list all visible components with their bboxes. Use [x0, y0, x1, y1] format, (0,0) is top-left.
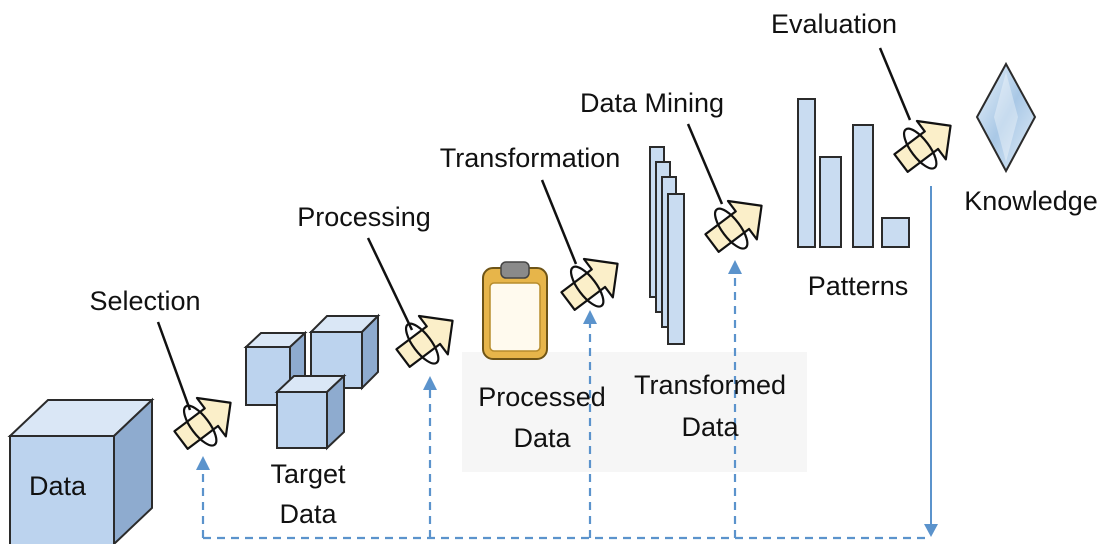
transformed-data-label-line1: Transformed: [633, 370, 787, 400]
data-label: Data: [29, 471, 87, 501]
selection-step-arrow-icon: [173, 396, 232, 450]
stacked-sheets-icon: [649, 146, 685, 345]
knowledge-diamond-icon: [975, 61, 1037, 174]
transformation-step-arrow-icon: [560, 257, 619, 311]
knowledge-label: Knowledge: [964, 186, 1098, 216]
target-data-label-line2: Data: [279, 499, 337, 529]
pattern-bar: [819, 156, 842, 248]
processed-data-label-line1: Processed: [478, 382, 606, 412]
data-mining-step-label: Data Mining: [579, 88, 725, 118]
target-data-cubes-icon: [243, 313, 381, 451]
patterns-bars-icon: [797, 98, 910, 248]
data-mining-leader: [686, 123, 724, 205]
pattern-bar: [881, 217, 910, 248]
patterns-label: Patterns: [807, 271, 909, 301]
target-data-label-line1: Target: [270, 459, 346, 489]
transformation-step-label: Transformation: [439, 143, 621, 173]
transformed-data-label-line2: Data: [681, 412, 739, 442]
background-panel: [462, 352, 807, 472]
evaluation-step-label: Evaluation: [770, 9, 898, 39]
data-mining-step-arrow-icon: [704, 199, 763, 253]
processing-step-arrow-icon: [395, 314, 454, 368]
selection-leader: [156, 321, 192, 411]
selection-step-label: Selection: [89, 286, 201, 316]
processed-data-label-line2: Data: [513, 423, 571, 453]
evaluation-leader: [878, 47, 912, 121]
clipboard-icon: [482, 261, 548, 360]
pattern-bar: [797, 98, 816, 248]
feedback-loop: [201, 186, 932, 540]
evaluation-step-arrow-icon: [893, 119, 952, 173]
processing-leader: [366, 237, 414, 331]
data-cube-icon: [7, 397, 155, 549]
transformation-leader: [540, 179, 578, 265]
leader-lines: [156, 47, 912, 411]
processing-step-label: Processing: [297, 202, 431, 232]
pattern-bar: [852, 124, 874, 248]
feedback-arrowheads: [196, 260, 938, 537]
